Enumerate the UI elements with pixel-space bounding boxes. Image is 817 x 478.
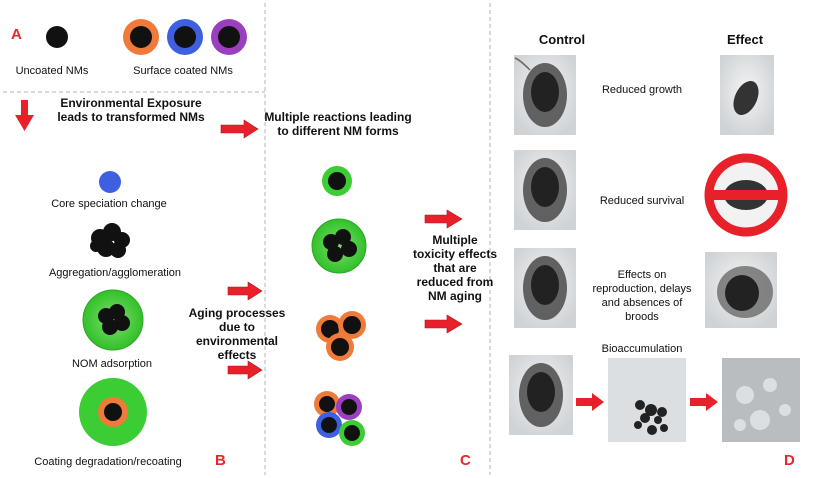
arrow-aging-bottom-icon: [227, 360, 263, 380]
arrow-bioaccum-2-icon: [690, 393, 718, 411]
tem-photo-particles: [608, 358, 686, 442]
core-speciation-particle: [99, 171, 121, 193]
aggregation-label: Aggregation/agglomeration: [48, 267, 182, 279]
environmental-exposure-title: Environmental Exposure leads to transfor…: [57, 96, 205, 124]
control-photo-survival: [514, 150, 576, 230]
panel-letter-b: B: [215, 452, 226, 469]
arrow-bioaccum-1-icon: [576, 393, 604, 411]
arrow-toxicity-top-icon: [424, 209, 463, 229]
coated-nm-purple: [211, 19, 247, 55]
panel-dividers: [3, 3, 491, 475]
nom-adsorption-label: NOM adsorption: [71, 358, 153, 370]
effect-photo-survival-prohibited: [704, 153, 788, 237]
coated-nm-blue: [167, 19, 203, 55]
reduced-survival-label: Reduced survival: [599, 195, 685, 207]
control-photo-growth: [514, 55, 576, 135]
down-arrow-icon: [15, 100, 34, 131]
control-photo-reproduction: [514, 248, 576, 328]
panel-letter-c: C: [460, 452, 471, 469]
nm-form-orange-cluster: [316, 311, 366, 361]
aging-processes-label: Aging processes due to environmental eff…: [188, 306, 286, 362]
coated-label: Surface coated NMs: [133, 65, 233, 77]
control-header: Control: [538, 32, 586, 47]
coating-degradation-label: Coating degradation/recoating: [34, 456, 182, 468]
bioaccumulation-label: Bioaccumulation: [601, 343, 683, 355]
tem-photo-tissue: [722, 358, 800, 442]
multiple-reactions-label: Multiple reactions leading to different …: [264, 110, 412, 138]
arrow-toxicity-bottom-icon: [424, 314, 463, 334]
core-speciation-label: Core speciation change: [51, 198, 167, 210]
arrow-aging-top-icon: [227, 281, 263, 301]
control-photo-bioaccumulation: [509, 355, 573, 435]
effect-header: Effect: [726, 32, 764, 47]
coated-nm-orange: [123, 19, 159, 55]
effect-photo-reproduction: [705, 252, 777, 328]
nom-adsorption-particle: [82, 289, 144, 351]
reproduction-effects-label: Effects on reproduction, delays and abse…: [592, 269, 692, 323]
nm-form-mixed-cluster: [314, 391, 365, 446]
panel-letter-a: A: [11, 26, 22, 43]
coating-degradation-particle: [79, 378, 147, 446]
aggregate-particle: [90, 223, 130, 258]
effect-photo-growth: [720, 55, 774, 135]
nm-form-green-aggregate: [311, 218, 367, 274]
uncoated-label: Uncoated NMs: [15, 65, 89, 77]
uncoated-nm-particle: [46, 26, 68, 48]
nm-form-small-green: [322, 166, 352, 196]
reduced-growth-label: Reduced growth: [601, 84, 683, 96]
toxicity-effects-label: Multiple toxicity effects that are reduc…: [412, 233, 498, 303]
panel-letter-d: D: [784, 452, 795, 469]
arrow-to-reactions-icon: [220, 119, 259, 139]
